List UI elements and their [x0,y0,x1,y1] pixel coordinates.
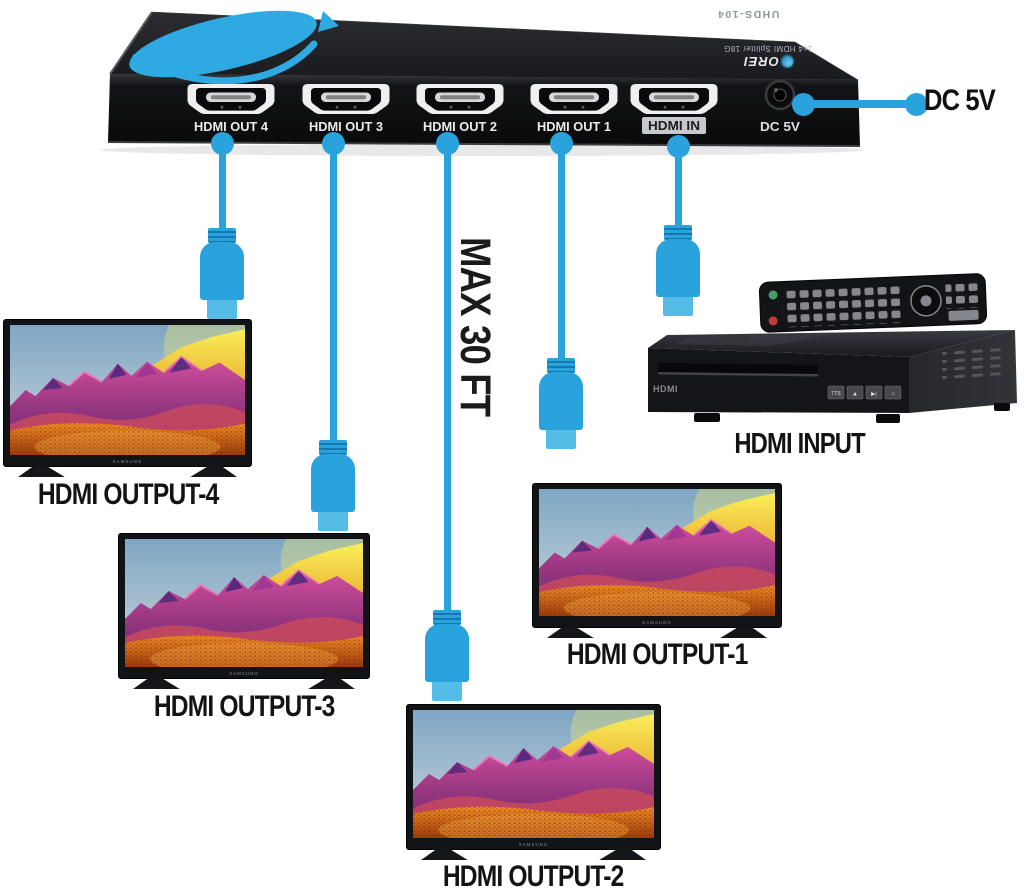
port-label-hdmi-in: HDMI IN [648,119,700,133]
dc-callout-label: DC 5V [924,84,996,117]
button-power: ○ [891,392,895,398]
dc-power-port [764,79,796,111]
tv-foot [720,627,767,638]
tv-foot [547,627,594,638]
device-brand-block: OREI 1x4 HDMI Splitter 18G [698,44,838,69]
port-label-hdmi-out-4: HDMI OUT 4 [194,119,269,134]
port-label-hdmi-out-1: HDMI OUT 1 [537,119,611,134]
hdmi-out-1-port [530,84,618,114]
hdmi-out-2-port [416,84,504,114]
hdmi-in-port [630,84,718,114]
dot-out-4 [210,131,234,155]
tv-brand-mark: SAMSUNG [518,842,549,847]
tv-screen [539,489,775,616]
brand-name: OREI [743,54,779,69]
tv-foot [190,466,237,477]
tv-output-1: SAMSUNG [532,483,782,638]
max-length-label: MAX 30 FT [451,237,499,417]
port-label-hdmi-out-3: HDMI OUT 3 [309,119,383,134]
port-label-dc-5v: DC 5V [760,120,801,134]
dc-port-dot [791,92,815,116]
port-label-hdmi-out-2: HDMI OUT 2 [423,119,497,134]
dc-callout-dot [904,92,928,116]
tv-brand-mark: SAMSUNG [229,671,259,676]
splitter-device: HDMI OUT 4 HDMI OUT 3 HDMI OUT 2 HDMI OU… [100,10,864,156]
label-hdmi-output-1: HDMI OUTPUT-1 [566,638,749,671]
swoosh-logo-icon [129,10,339,85]
hdmi-plug-out-3 [311,440,355,531]
cable-hdmi-in [674,140,682,227]
hdmi-plug-out-1 [539,358,583,449]
hdmi-plug-out-4 [200,228,244,319]
player-top-indent [720,336,750,342]
label-hdmi-input: HDMI INPUT [734,428,866,460]
tv-screen [10,325,245,455]
tv-brand-mark: SAMSUNG [112,459,143,464]
player-foot [876,414,900,423]
device-left-edge [109,11,153,75]
cable-out-2 [443,140,451,612]
player-front-face [648,348,909,413]
tv-foot [18,466,65,477]
remote-red-button [768,316,778,326]
hdmi-plug-out-2 [425,610,469,701]
cable-out-1 [557,140,565,360]
disc-slot [658,363,818,374]
tv-screen [413,710,654,838]
dot-out-3 [321,131,345,155]
dot-out-1 [549,131,573,155]
button-play-pause: ▶| [871,392,877,398]
tv-screen [125,539,363,667]
remote-control [758,273,988,333]
player-vents [942,345,1008,383]
tv-foot [308,678,355,689]
label-hdmi-output-4: HDMI OUTPUT-4 [37,478,220,511]
disc-slot-edge [658,372,818,377]
remote-wide-key [948,309,979,321]
tv-output-3: SAMSUNG [118,533,370,689]
button-eject: ▲ [852,392,858,398]
tv-brand-mark: SAMSUNG [642,620,672,625]
orei-logo-icon [781,56,793,67]
remote-keypad [782,282,902,328]
hdmi-out-4-port [187,84,275,114]
tv-foot [133,678,180,689]
button-tts: TTS [831,391,841,397]
remote-green-button [768,290,778,300]
dot-out-2 [435,131,459,155]
dvd-player: HDMI TTS ▲ ▶| ○ [648,273,1017,423]
player-top-gloss [675,333,840,346]
tv-output-2: SAMSUNG [406,704,661,860]
cable-out-3 [329,140,337,442]
remote-keypad [945,279,981,310]
hdmi-in-label-box [642,117,706,134]
label-hdmi-output-3: HDMI OUTPUT-3 [153,690,336,723]
player-foot [694,413,720,422]
dot-hdmi-in [666,134,690,158]
tv-foot [599,849,646,860]
device-model-text: UHDS-104 [716,8,780,20]
tv-output-4: SAMSUNG [3,319,252,477]
hdmi-logo: HDMI [653,384,678,394]
player-buttons: TTS ▲ ▶| ○ [827,385,902,400]
hdmi-out-3-port [302,84,390,114]
cable-out-4 [218,140,226,230]
tv-foot [421,849,468,860]
player-foot [994,403,1010,411]
dc-callout-line [800,100,912,108]
hdmi-plug-in [656,225,700,316]
label-hdmi-output-2: HDMI OUTPUT-2 [443,860,625,889]
device-subtitle: 1x4 HDMI Splitter 18G [723,44,813,53]
